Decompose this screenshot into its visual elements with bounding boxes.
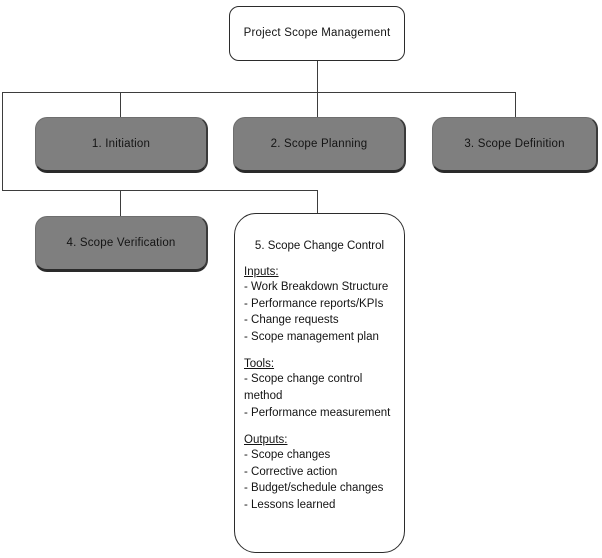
list-item: - Performance measurement <box>244 406 391 419</box>
connector-bus-to-scope-planning <box>317 92 318 118</box>
connector-bus-level2 <box>2 92 516 93</box>
node-scope-change-control[interactable]: 5. Scope Change Control Inputs: - Work B… <box>234 213 405 553</box>
section-heading-tools: Tools: <box>244 358 275 371</box>
list-item: - Scope management plan <box>244 330 379 343</box>
node-label: 5. Scope Change Control <box>254 240 385 252</box>
connector-left-spine <box>2 92 3 191</box>
node-label: 3. Scope Definition <box>464 137 565 150</box>
node-label: 4. Scope Verification <box>66 236 176 249</box>
node-scope-planning[interactable]: 2. Scope Planning <box>233 117 406 173</box>
list-item: - Lessons learned <box>244 498 336 511</box>
node-label: 1. Initiation <box>91 137 151 150</box>
node-scope-verification[interactable]: 4. Scope Verification <box>35 216 208 272</box>
connector-bus-to-scope-change-control <box>317 190 318 214</box>
list-item: - Scope change control method <box>244 373 363 402</box>
node-initiation[interactable]: 1. Initiation <box>35 117 208 173</box>
list-item: - Work Breakdown Structure <box>244 281 389 293</box>
detail-section-tools: Tools: - Scope change control method - P… <box>244 358 404 421</box>
connector-root-down <box>317 61 318 93</box>
list-item: - Change requests <box>244 314 339 327</box>
connector-bus-to-scope-verification <box>120 190 121 217</box>
node-label: 2. Scope Planning <box>270 137 368 150</box>
detail-section-outputs: Outputs: - Scope changes - Corrective ac… <box>244 434 404 513</box>
node-project-scope-management[interactable]: Project Scope Management <box>229 6 405 61</box>
connector-bus-level3 <box>2 190 318 191</box>
detail-body: Inputs: - Work Breakdown Structure - Per… <box>244 266 404 514</box>
connector-bus-to-scope-definition <box>515 92 516 118</box>
list-item: - Corrective action <box>244 465 338 478</box>
node-scope-definition[interactable]: 3. Scope Definition <box>432 117 598 173</box>
section-heading-inputs: Inputs: <box>244 266 279 278</box>
section-heading-outputs: Outputs: <box>244 434 288 447</box>
node-label: Project Scope Management <box>243 27 391 40</box>
connector-bus-to-initiation <box>120 92 121 118</box>
list-item: - Performance reports/KPIs <box>244 297 384 310</box>
detail-section-inputs: Inputs: - Work Breakdown Structure - Per… <box>244 266 404 345</box>
list-item: - Budget/schedule changes <box>244 482 384 495</box>
list-item: - Scope changes <box>244 449 331 462</box>
